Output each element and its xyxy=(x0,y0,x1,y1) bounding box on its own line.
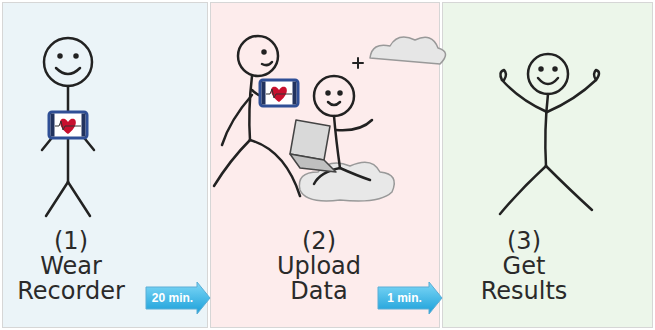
step-text: (1)Wear Recorder xyxy=(6,229,136,304)
duration-label: 20 min. xyxy=(144,287,201,309)
step-label: Wear Recorder xyxy=(6,254,136,304)
step-number: (2) xyxy=(254,229,384,254)
step-text: (2)Upload Data xyxy=(254,229,384,304)
step-number: (1) xyxy=(6,229,136,254)
step-text: (3)Get Results xyxy=(459,229,589,304)
step-panel: (1)Wear Recorder xyxy=(2,2,208,328)
step-panel: (3)Get Results xyxy=(442,2,653,328)
step-panel: (2)Upload Data xyxy=(210,2,440,328)
step-label: Upload Data xyxy=(254,254,384,304)
step-number: (3) xyxy=(459,229,589,254)
step-label: Get Results xyxy=(459,254,589,304)
duration-label: 1 min. xyxy=(376,287,433,309)
